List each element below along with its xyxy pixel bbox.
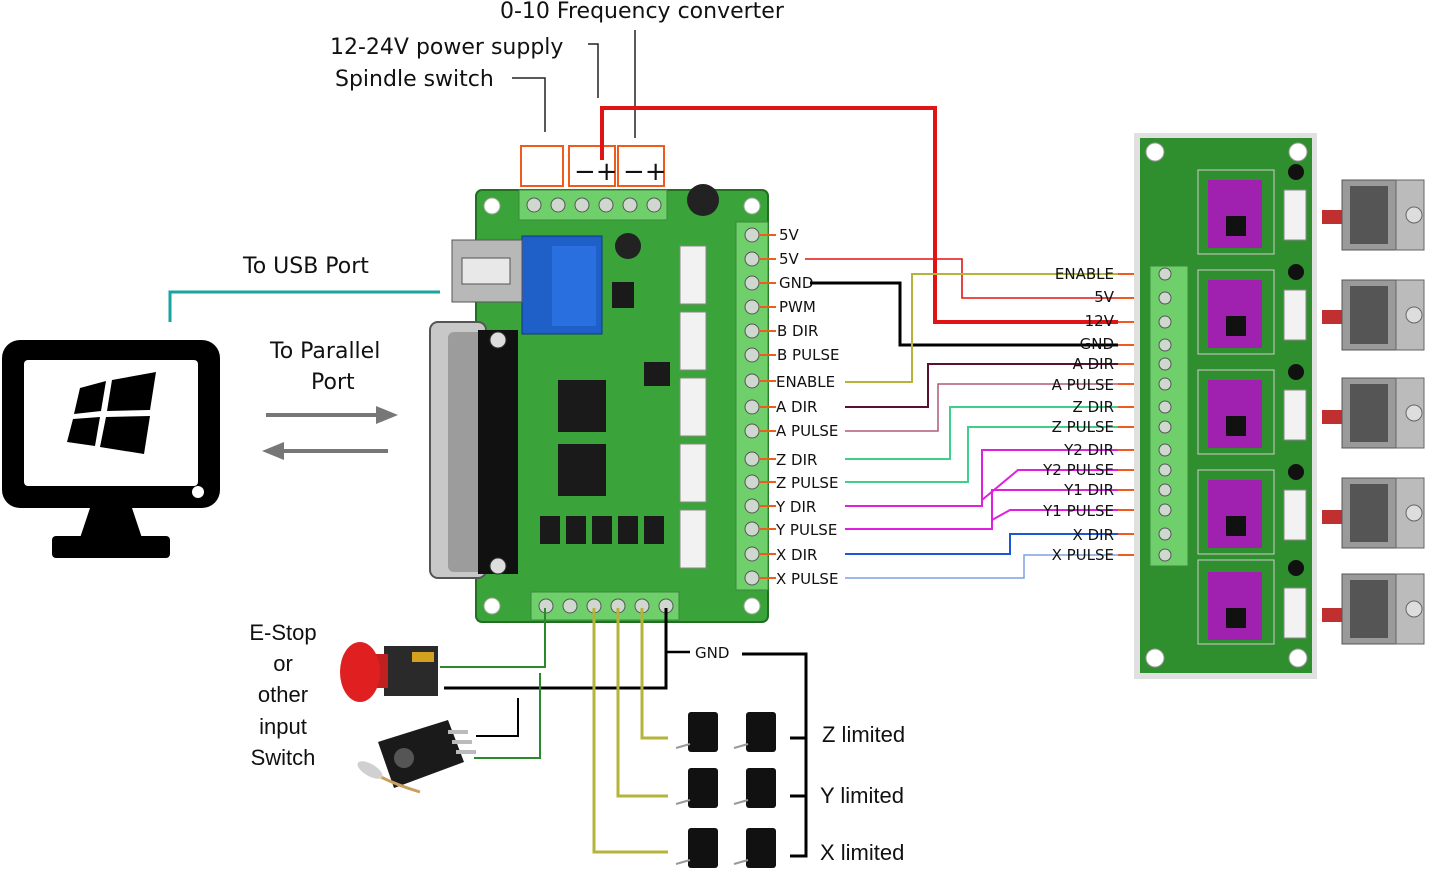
reed-switch-sensor-icon xyxy=(357,720,476,794)
parallel-label-1: To Parallel xyxy=(269,339,380,364)
svg-text:E-Stop: E-Stop xyxy=(249,620,316,645)
driver-pin-label: X PULSE xyxy=(1052,546,1114,564)
driver-pin-label: 12V xyxy=(1085,312,1115,330)
right-arrow-icon xyxy=(266,406,398,424)
board-pin-label: A PULSE xyxy=(776,422,838,440)
driver-pin-label: Y2 DIR xyxy=(1063,441,1114,459)
board-pin-label: A DIR xyxy=(776,398,817,416)
board-pin-label: ENABLE xyxy=(776,373,835,391)
svg-text:input: input xyxy=(259,714,307,739)
driver-pin-label: GND xyxy=(1080,335,1114,353)
z-limit-label: Z limited xyxy=(822,722,905,747)
left-arrow-icon xyxy=(262,442,388,460)
board-pin-label: Z PULSE xyxy=(776,474,838,492)
driver-pin-label: 5V xyxy=(1094,288,1115,306)
freq-terminal-box xyxy=(617,145,665,187)
polarity-label-1: −+ xyxy=(574,157,618,187)
x-limit-label: X limited xyxy=(820,840,904,865)
board-pin-label: X DIR xyxy=(776,546,817,564)
board-pin-label: 5V xyxy=(779,226,800,244)
board-pin-labels: 5V 5V GND PWM B DIR B PULSE ENABLE A DIR… xyxy=(775,226,839,588)
driver-pin-label: X DIR xyxy=(1073,526,1114,544)
breakout-board xyxy=(429,184,769,623)
usb-cable xyxy=(168,290,440,322)
board-pin-label: B PULSE xyxy=(777,346,839,364)
svg-text:Switch: Switch xyxy=(251,745,316,770)
emergency-stop-icon xyxy=(340,642,438,702)
board-pin-label: X PULSE xyxy=(776,570,838,588)
gnd-label: GND xyxy=(695,644,729,662)
board-pin-label: GND xyxy=(779,274,813,292)
power-supply-label: 12-24V power supply xyxy=(330,35,563,60)
board-pin-label: Z DIR xyxy=(776,451,817,469)
driver-pin-label: A DIR xyxy=(1073,355,1114,373)
pin-ticks xyxy=(760,234,776,579)
driver-pin-label: Y2 PULSE xyxy=(1042,461,1114,479)
computer-monitor-icon xyxy=(2,340,220,558)
driver-pin-label: Y1 DIR xyxy=(1063,481,1114,499)
board-pin-label: PWM xyxy=(779,298,816,316)
driver-pin-label: Z PULSE xyxy=(1052,418,1114,436)
driver-pin-label: Z DIR xyxy=(1073,398,1114,416)
board-pin-label: 5V xyxy=(779,250,800,268)
board-pin-label: Y DIR xyxy=(775,498,816,516)
board-pin-label: Y PULSE xyxy=(775,521,837,539)
driver-pin-label: ENABLE xyxy=(1055,265,1114,283)
y-limit-label: Y limited xyxy=(820,783,904,808)
stepper-motor-icons xyxy=(1322,179,1425,645)
svg-text:or: or xyxy=(273,651,293,676)
driver-pin-labels: ENABLE 5V 12V GND A DIR A PULSE Z DIR Z … xyxy=(1042,265,1115,564)
board-pin-label: B DIR xyxy=(777,322,818,340)
spindle-leader xyxy=(512,77,546,132)
spindle-switch-label: Spindle switch xyxy=(335,67,494,92)
power-terminal-box xyxy=(568,145,616,187)
frequency-converter-label: 0-10 Frequency converter xyxy=(500,0,785,24)
estop-label: E-Stop or other input Switch xyxy=(249,620,316,770)
usb-label: To USB Port xyxy=(242,254,369,279)
parallel-label-2: Port xyxy=(311,370,355,395)
polarity-label-2: −+ xyxy=(623,157,667,187)
driver-pin-label: Y1 PULSE xyxy=(1042,502,1114,520)
signal-wires xyxy=(805,258,1118,579)
red-12v-wire xyxy=(600,106,1118,324)
driver-pin-label: A PULSE xyxy=(1052,376,1114,394)
stepper-driver-board xyxy=(1134,133,1317,679)
spindle-terminal-box xyxy=(520,145,564,187)
input-wires xyxy=(440,608,808,858)
power-leader xyxy=(588,43,599,98)
svg-text:other: other xyxy=(258,682,308,707)
limit-switch-icons xyxy=(675,712,776,868)
